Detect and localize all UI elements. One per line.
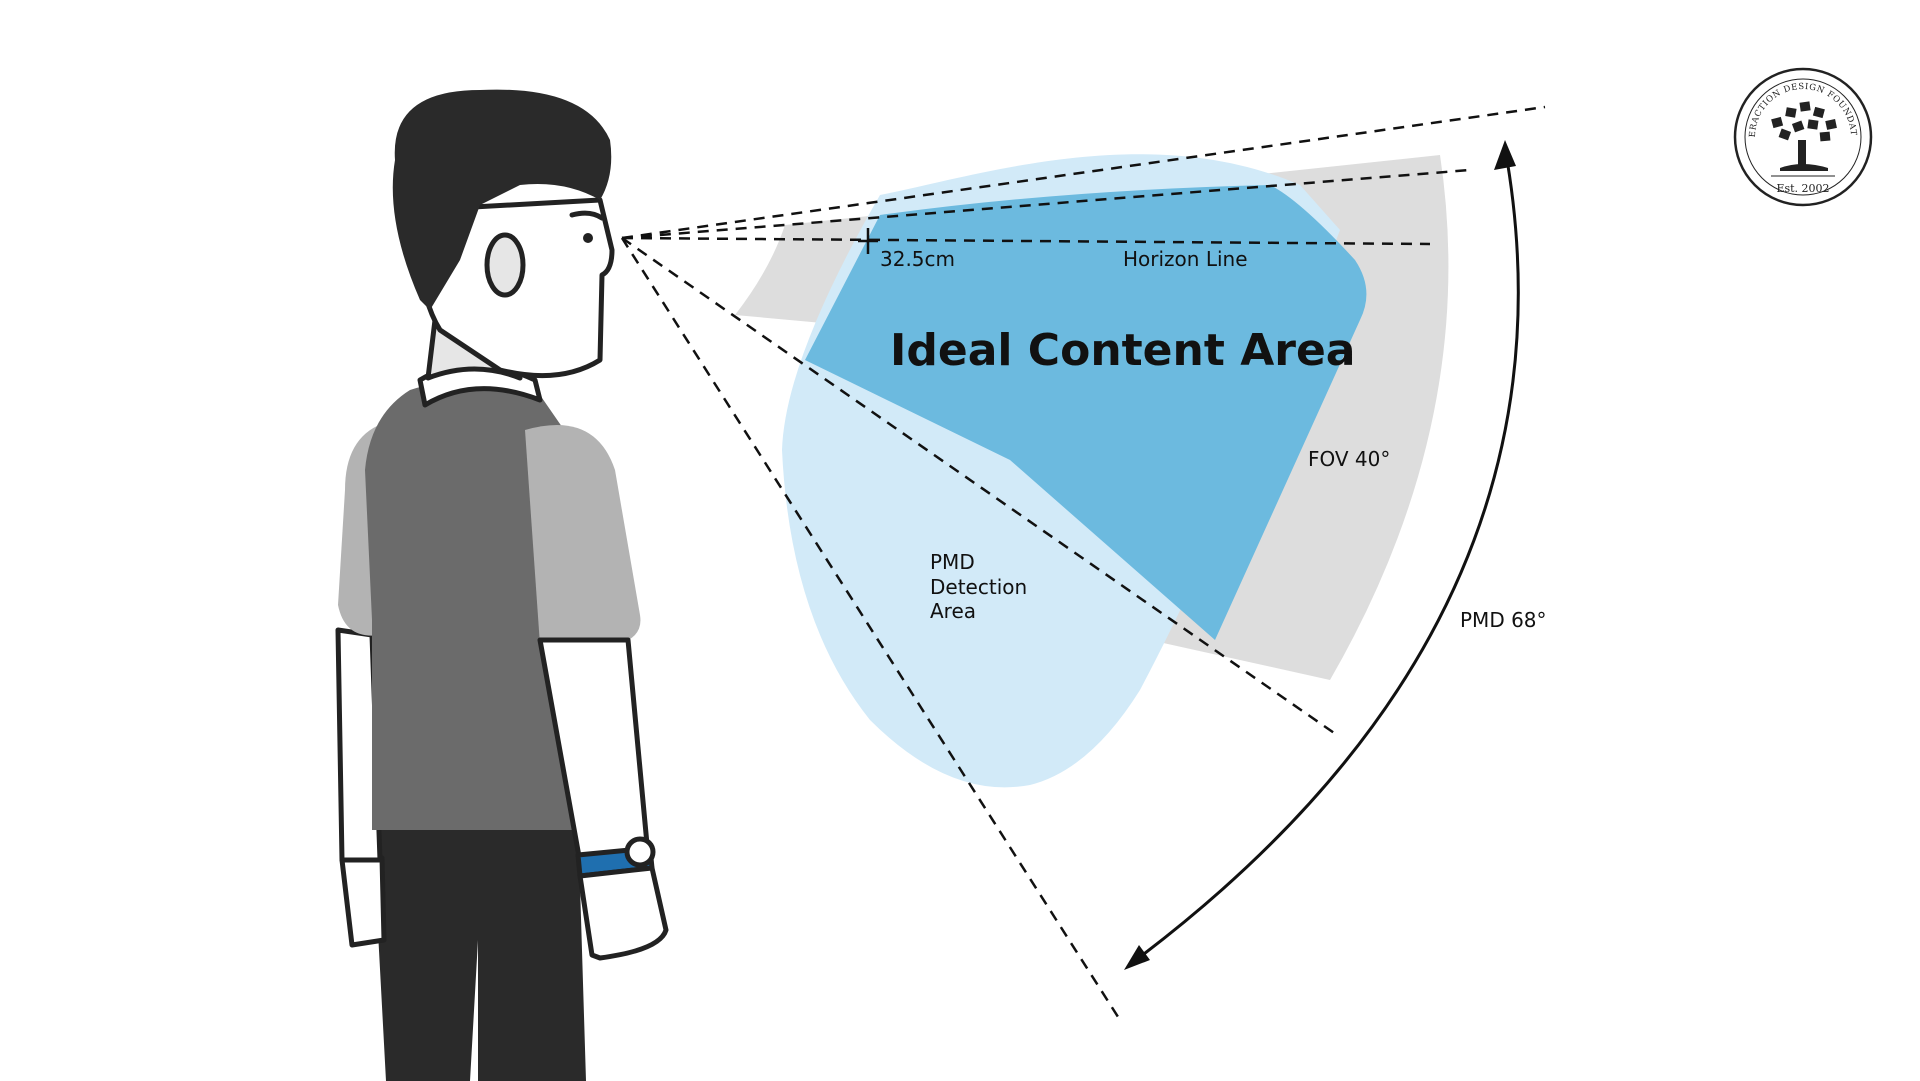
sight-line-fov-lower xyxy=(621,236,1338,737)
arc-arrowhead-top xyxy=(1494,140,1516,170)
pmd-angle-arc xyxy=(1131,147,1520,965)
eyebrow xyxy=(569,210,605,221)
horizon-line-label: Horizon Line xyxy=(1123,247,1248,271)
sight-line-fov-upper xyxy=(621,168,1471,240)
arc-arrowhead-bottom xyxy=(1124,945,1150,970)
back-hand xyxy=(339,855,387,948)
logo-inner-ring xyxy=(1744,78,1862,196)
logo-established: Est. 2002 xyxy=(1776,182,1829,195)
front-sleeve xyxy=(525,425,641,648)
pmd-area-label-line3: Area xyxy=(930,599,976,623)
horizon-line xyxy=(621,236,1431,246)
sight-line-pmd-lower xyxy=(620,237,1122,1021)
fov-label: FOV 40° xyxy=(1308,447,1390,471)
front-hand xyxy=(577,865,669,961)
idf-logo: INTERACTION DESIGN FOUNDATION Est. 2002 xyxy=(0,0,1873,207)
logo-outer-ring xyxy=(1733,67,1873,207)
sight-line-upper xyxy=(621,105,1546,240)
person-figure xyxy=(335,89,669,1081)
watch-face xyxy=(624,836,656,868)
ear xyxy=(484,232,526,298)
logo-ring-text: INTERACTION DESIGN FOUNDATION xyxy=(0,0,1858,138)
pmd-area-label-line1: PMD xyxy=(930,550,975,574)
pmd-angle-label: PMD 68° xyxy=(1460,608,1547,632)
distance-label: 32.5cm xyxy=(880,247,955,271)
hair xyxy=(392,89,612,310)
pmd-area-label-line2: Detection xyxy=(930,575,1027,599)
trousers xyxy=(372,820,586,1081)
shirt xyxy=(365,381,578,830)
logo-tree-icon xyxy=(1771,101,1837,171)
eye xyxy=(583,233,593,243)
ideal-content-area-title: Ideal Content Area xyxy=(890,325,1355,376)
ideal-content-area xyxy=(805,185,1367,640)
